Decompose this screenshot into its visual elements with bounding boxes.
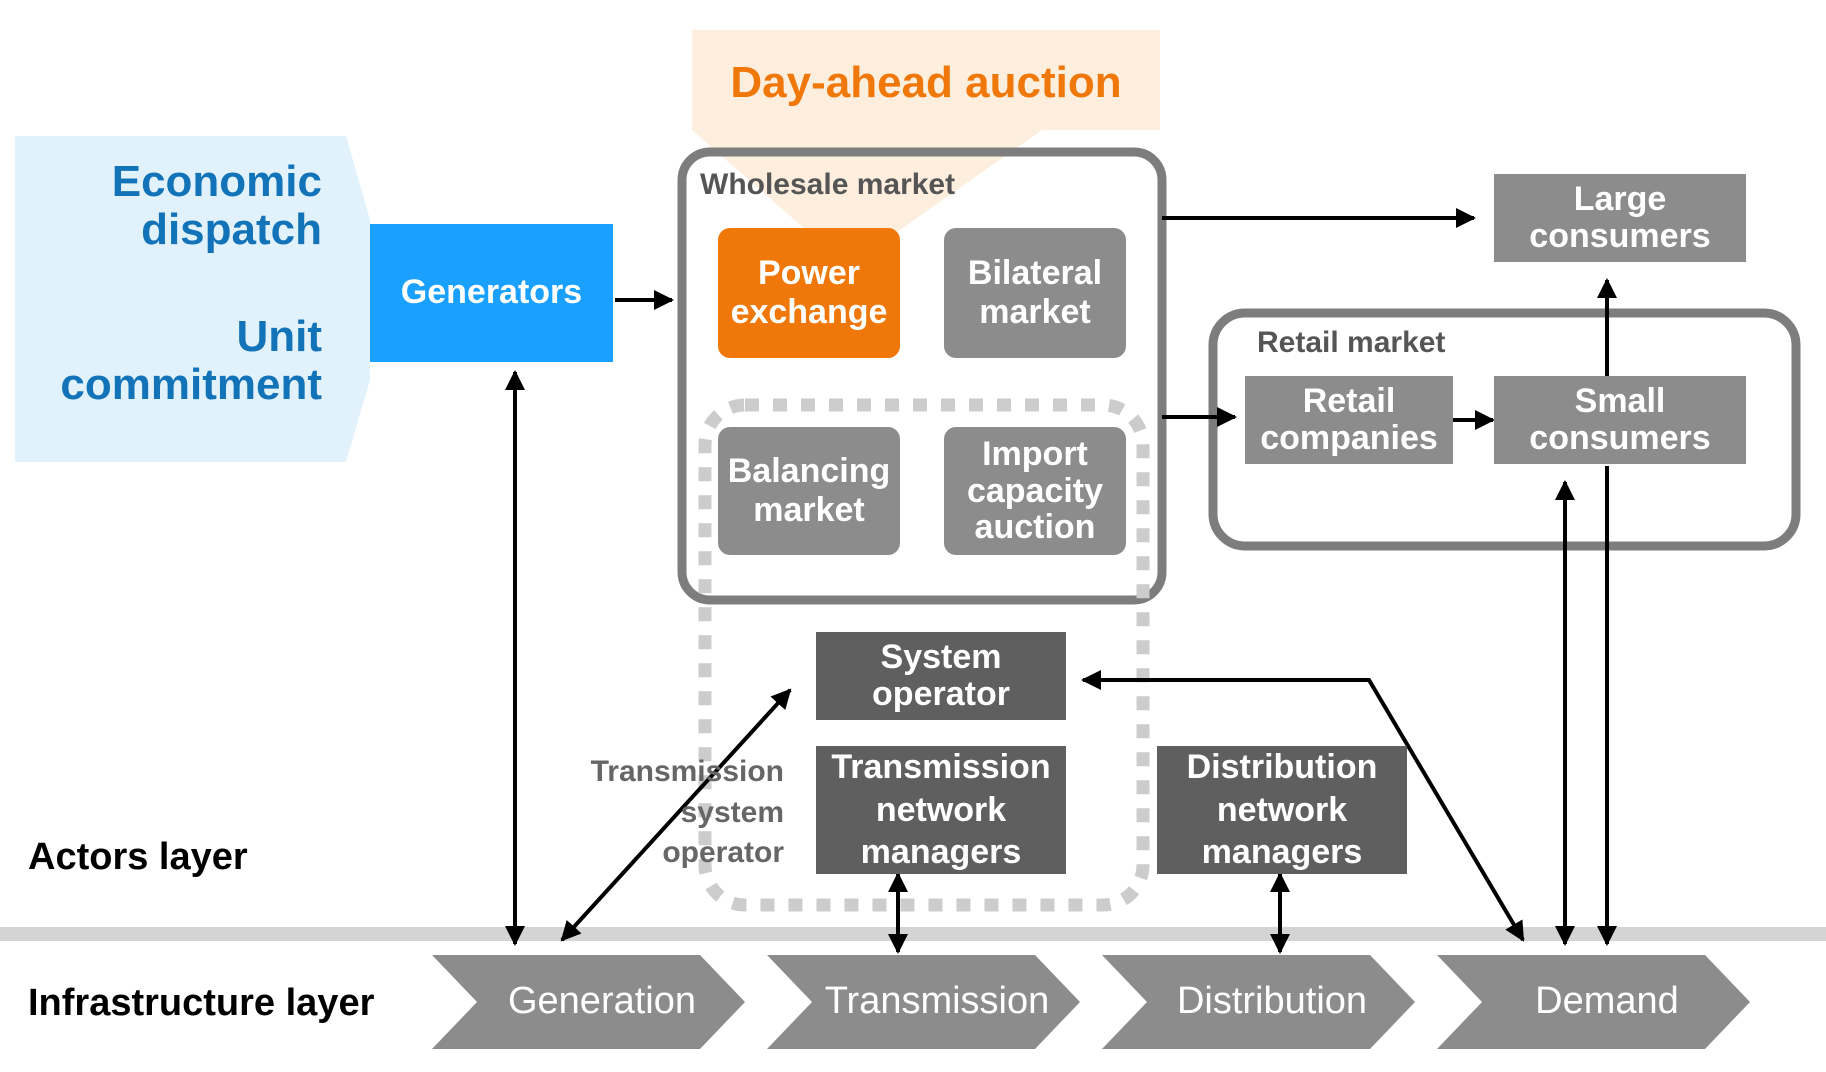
chain-distribution-label: Distribution — [1176, 980, 1368, 1023]
chain-distribution-shape — [1102, 955, 1415, 1049]
unit-label: Unit — [236, 311, 322, 361]
infrastructure-layer-label: Infrastructure layer — [28, 982, 375, 1024]
retail-market-title: Retail market — [1257, 326, 1446, 359]
distribution-network-managers-box: Distribution network managers — [1157, 746, 1407, 874]
generators-box: Generators — [370, 224, 613, 362]
economic-label: Economic — [111, 157, 322, 206]
tso-label: Transmission system operator — [590, 755, 784, 869]
day-ahead-title: Day-ahead auction — [730, 57, 1122, 107]
planning-chevron — [15, 136, 370, 462]
chain-transmission-label: Transmission — [824, 980, 1050, 1023]
tso-dotted-frame — [698, 398, 1150, 912]
dispatch-label: dispatch — [141, 205, 322, 255]
actors-layer-label: Actors layer — [28, 836, 248, 878]
chain-generation-label: Generation — [507, 980, 696, 1023]
wholesale-market-frame — [677, 147, 1167, 605]
import-capacity-auction-box: Import capacity auction — [944, 427, 1126, 555]
chain-generation-shape — [432, 955, 745, 1049]
bilateral-market-box: Bilateral market — [944, 228, 1126, 358]
chain-demand-shape — [1437, 955, 1750, 1049]
large-consumers-box: Large consumers — [1494, 174, 1746, 262]
power-exchange-box: Power exchange — [718, 228, 900, 358]
wholesale-market-title: Wholesale market — [700, 168, 956, 201]
retail-market-frame — [1208, 308, 1801, 551]
layer-separator — [0, 927, 1826, 941]
chain-demand-label: Demand — [1535, 980, 1679, 1023]
arrow-demand-to-system-operator — [1081, 670, 1525, 942]
day-ahead-banner — [692, 30, 1160, 244]
chain-transmission-shape — [767, 955, 1080, 1049]
transmission-network-managers-box: Transmission network managers — [816, 746, 1066, 874]
system-operator-box: System operator — [816, 632, 1066, 720]
retail-companies-box: Retail companies — [1245, 376, 1453, 464]
small-consumers-box: Small consumers — [1494, 376, 1746, 464]
planning-text: Economic dispatch Unit commitment — [20, 157, 322, 410]
commitment-label: commitment — [60, 360, 322, 410]
arrow-tso-generation — [560, 688, 792, 942]
balancing-market-box: Balancing market — [718, 427, 900, 555]
